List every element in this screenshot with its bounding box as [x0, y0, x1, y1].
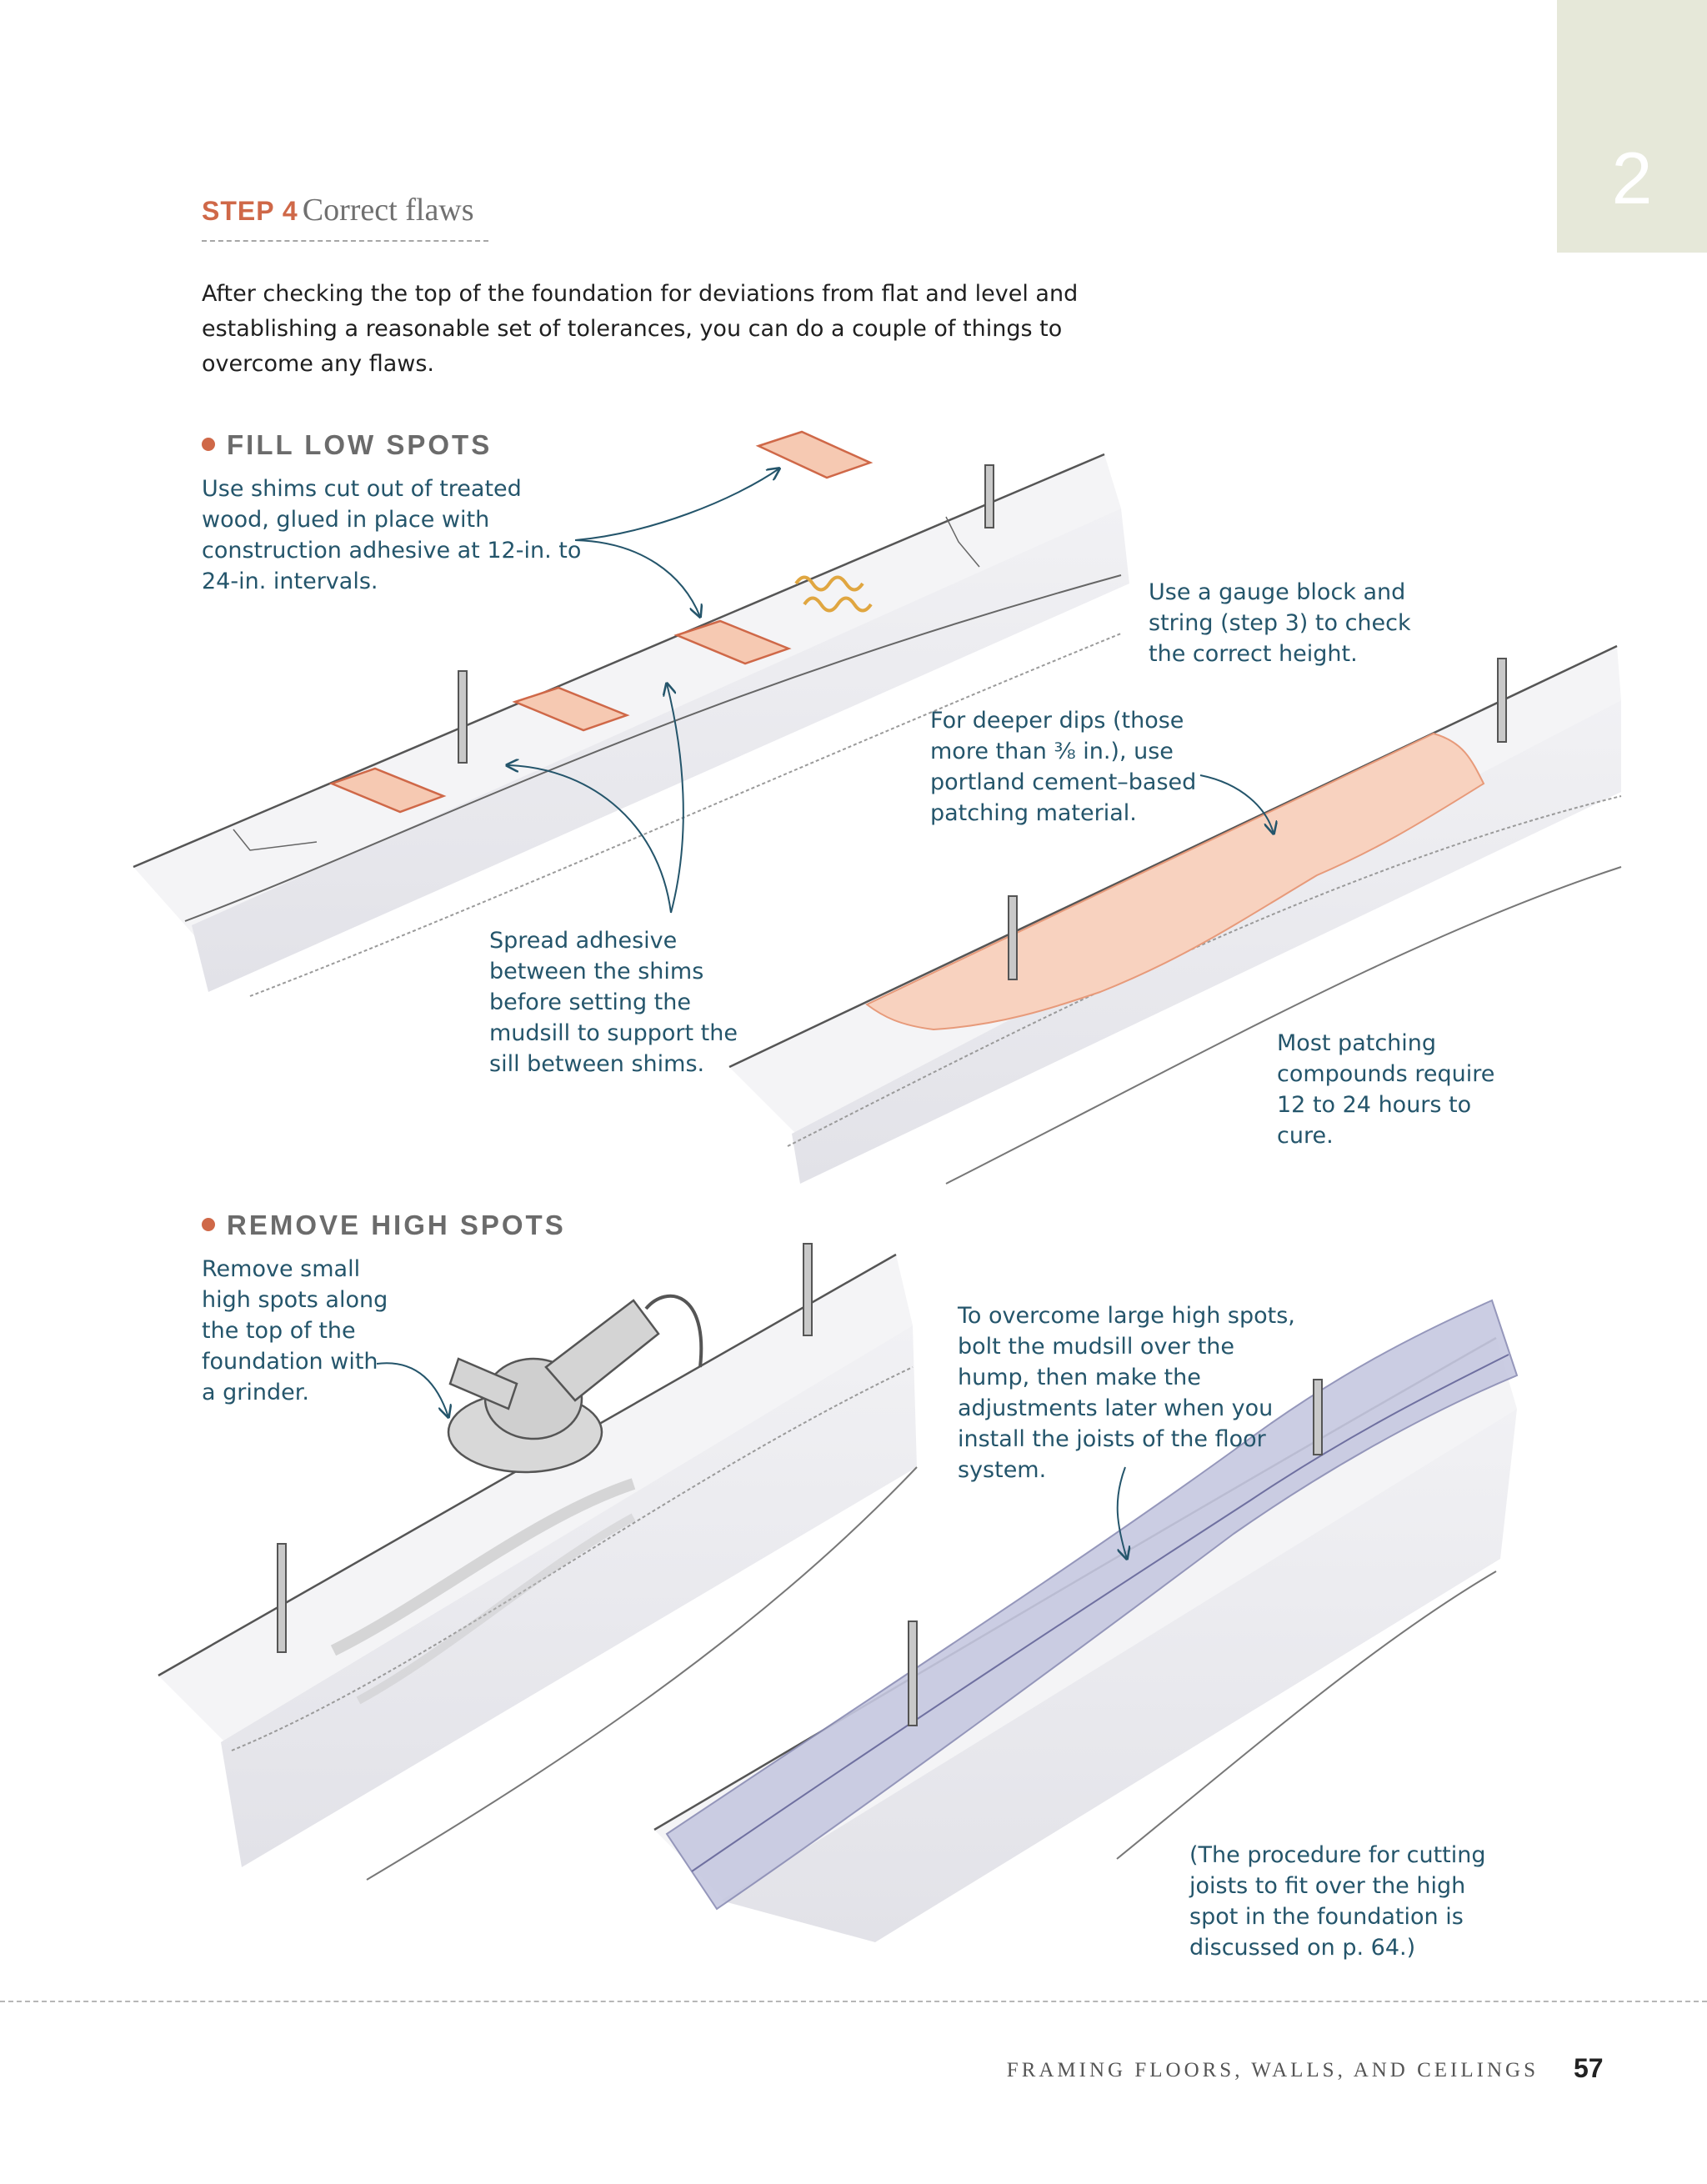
foundation-wall-3: [158, 1253, 918, 1881]
anchor-bolt: [1313, 1379, 1323, 1455]
running-head: FRAMING FLOORS, WALLS, AND CEILINGS: [1006, 2059, 1539, 2081]
callout-arrow: [507, 765, 672, 914]
foundation-wall-1: [133, 453, 1129, 997]
callout-arrow: [1116, 1466, 1127, 1559]
callout-shims: Use shims cut out of treated wood, glued…: [202, 476, 582, 594]
callout-grinder: Remove small high spots along the top of…: [202, 1256, 388, 1405]
callout-cure: Most patching compounds require 12 to 24…: [1277, 1030, 1495, 1149]
callout-adhesive: Spread adhesive between the shims before…: [489, 928, 738, 1077]
footer-rule: [0, 2001, 1707, 2002]
callout-arrow: [667, 684, 684, 914]
callout-procedure: (The procedure for cutting joists to fit…: [1189, 1842, 1486, 1961]
anchor-bolt: [1497, 658, 1507, 743]
step-title: Correct flaws: [302, 193, 474, 228]
adhesive-bead: [803, 596, 873, 613]
shim: [512, 686, 630, 732]
adhesive-bead: [794, 575, 864, 592]
fill-low-spots-heading: FILL LOW SPOTS: [202, 429, 492, 461]
callout-arrow: [574, 468, 779, 541]
callout-gauge: Use a gauge block and string (step 3) to…: [1149, 579, 1411, 667]
step-heading: STEP 4 Correct flaws: [202, 192, 474, 228]
anchor-bolt: [908, 1620, 918, 1726]
callout-arrow: [1199, 774, 1274, 834]
callout-arrow: [376, 1362, 448, 1417]
remove-high-spots-title: REMOVE HIGH SPOTS: [227, 1210, 566, 1240]
chapter-number: 2: [1611, 137, 1653, 219]
chapter-tab: 2: [1557, 0, 1707, 253]
shim: [673, 619, 792, 665]
shim: [328, 767, 447, 814]
anchor-bolt: [984, 464, 994, 528]
step-label: STEP 4: [202, 196, 298, 226]
anchor-bolt: [1008, 895, 1018, 980]
step-underline: [202, 240, 488, 242]
callout-arrow: [574, 539, 700, 617]
anchor-bolt: [803, 1243, 813, 1336]
page-number: 57: [1574, 2053, 1604, 2083]
mudsill-edge: [691, 1354, 1509, 1872]
bullet-icon: [202, 438, 215, 452]
mudsill: [665, 1299, 1519, 1911]
callout-deeper-dips: For deeper dips (those more than ⅜ in.),…: [930, 708, 1197, 826]
anchor-bolt: [458, 670, 468, 764]
patching-material: [865, 732, 1485, 1031]
callout-large-spots: To overcome large high spots, bolt the m…: [958, 1303, 1295, 1483]
grinder-icon: [447, 1294, 703, 1474]
shim: [755, 430, 874, 479]
remove-high-spots-heading: REMOVE HIGH SPOTS: [202, 1210, 566, 1241]
fill-low-spots-title: FILL LOW SPOTS: [227, 429, 493, 460]
bullet-icon: [202, 1218, 215, 1232]
intro-paragraph: After checking the top of the foundation…: [202, 281, 1079, 377]
anchor-bolt: [277, 1543, 287, 1653]
